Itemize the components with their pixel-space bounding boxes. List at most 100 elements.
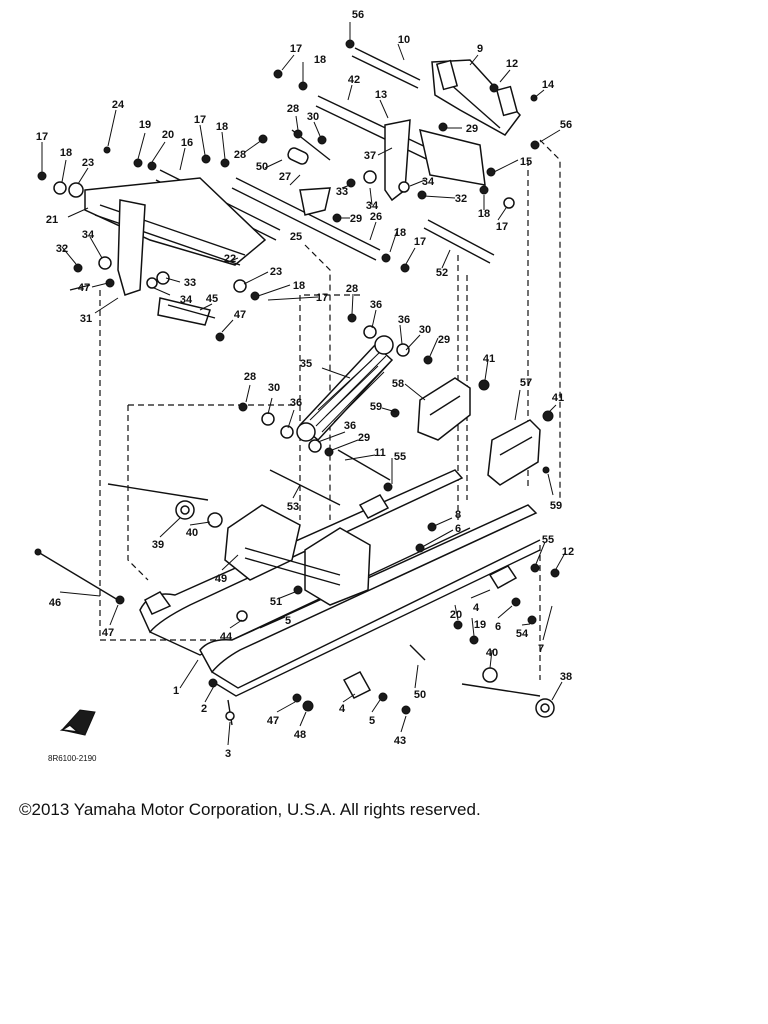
callout-label: 34 <box>422 176 435 188</box>
callout-label: 40 <box>186 527 198 539</box>
shock-absorber <box>296 335 394 442</box>
callout-label: 18 <box>60 147 72 159</box>
callout-label: 50 <box>256 161 268 173</box>
callout-label: 12 <box>562 546 574 558</box>
callout-label: 19 <box>139 119 151 131</box>
callout-label: 18 <box>293 280 305 292</box>
callout-label: 8 <box>455 509 461 521</box>
callout-label: 54 <box>516 628 529 640</box>
callout-label: 4 <box>473 602 480 614</box>
callout-label: 17 <box>496 221 508 233</box>
callout-label: 34 <box>82 229 95 241</box>
callout-label: 56 <box>352 9 364 21</box>
callout-label: 41 <box>552 392 564 404</box>
callout-label: 30 <box>268 382 280 394</box>
callout-label: 4 <box>339 703 346 715</box>
callout-label: 23 <box>82 157 94 169</box>
callout-label: 49 <box>215 573 227 585</box>
callout-label: 55 <box>394 451 406 463</box>
callout-label: 6 <box>455 523 461 535</box>
callout-label: 37 <box>364 150 376 162</box>
callout-label: 35 <box>300 358 312 370</box>
callout-label: 29 <box>466 123 478 135</box>
callout-label: 47 <box>78 282 90 294</box>
callout-label: 36 <box>344 420 356 432</box>
callout-label: 10 <box>398 34 410 46</box>
callout-label: 18 <box>478 208 490 220</box>
callout-label: 28 <box>346 283 358 295</box>
callout-label: 40 <box>486 647 498 659</box>
callout-label: 5 <box>369 715 375 727</box>
callout-label: 32 <box>455 193 467 205</box>
callout-label: 13 <box>375 89 387 101</box>
callout-label: 42 <box>348 74 360 86</box>
callout-label: 43 <box>394 735 406 747</box>
callout-label: 12 <box>506 58 518 70</box>
callout-label: 34 <box>366 200 379 212</box>
callout-label: 25 <box>290 231 302 243</box>
callout-label: 30 <box>419 324 431 336</box>
callout-label: 32 <box>56 243 68 255</box>
callout-label: 36 <box>290 397 302 409</box>
callout-label: 11 <box>374 447 386 459</box>
callout-label: 7 <box>538 643 544 655</box>
callout-label: 55 <box>542 534 554 546</box>
callout-label: 5 <box>285 615 291 627</box>
callout-label: 23 <box>270 266 282 278</box>
callout-label: 53 <box>287 501 299 513</box>
rail-icon <box>59 709 96 736</box>
callout-label: 1 <box>173 685 179 697</box>
callout-label: 47 <box>234 309 246 321</box>
callout-label: 18 <box>216 121 228 133</box>
callout-label: 52 <box>436 267 448 279</box>
callout-label: 28 <box>244 371 256 383</box>
callout-labels: 56 10 9 12 14 56 17 18 42 13 24 28 30 29… <box>36 9 574 760</box>
callout-label: 31 <box>80 313 92 325</box>
callout-label: 29 <box>350 213 362 225</box>
callout-label: 17 <box>414 236 426 248</box>
callout-label: 51 <box>270 596 282 608</box>
callout-label: 18 <box>394 227 406 239</box>
callout-label: 17 <box>36 131 48 143</box>
callout-label: 16 <box>181 137 193 149</box>
brackets <box>417 377 541 486</box>
callout-label: 59 <box>550 500 562 512</box>
callout-label: 22 <box>224 253 236 265</box>
callout-label: 45 <box>206 293 218 305</box>
callout-label: 15 <box>520 156 532 168</box>
callout-label: 46 <box>49 597 61 609</box>
callout-label: 14 <box>542 79 555 91</box>
callout-label: 9 <box>477 43 483 55</box>
callout-label: 58 <box>392 378 404 390</box>
center-bracket <box>224 504 371 606</box>
copyright-notice: ©2013 Yamaha Motor Corporation, U.S.A. A… <box>19 800 481 819</box>
rear-arm-assembly <box>231 47 521 264</box>
callout-label: 38 <box>560 671 572 683</box>
callout-label: 18 <box>314 54 326 66</box>
callout-label: 36 <box>370 299 382 311</box>
callout-label: 47 <box>102 627 114 639</box>
callout-label: 59 <box>370 401 382 413</box>
leader-lines <box>41 22 566 746</box>
callout-label: 30 <box>307 111 319 123</box>
reference-code: 8R6100-2190 <box>48 754 97 763</box>
callout-label: 34 <box>180 294 193 306</box>
fasteners <box>37 39 560 721</box>
callout-label: 33 <box>184 277 196 289</box>
callout-label: 39 <box>152 539 164 551</box>
parts-exploded-diagram: 56 10 9 12 14 56 17 18 42 13 24 28 30 29… <box>34 9 574 763</box>
callout-label: 17 <box>194 114 206 126</box>
callout-label: 50 <box>414 689 426 701</box>
callout-label: 29 <box>358 432 370 444</box>
callout-label: 56 <box>560 119 572 131</box>
callout-label: 20 <box>450 609 462 621</box>
callout-label: 20 <box>162 129 174 141</box>
front-arm-assembly <box>69 169 281 326</box>
callout-label: 19 <box>474 619 486 631</box>
callout-label: 3 <box>225 748 231 760</box>
callout-label: 27 <box>279 171 291 183</box>
callout-label: 57 <box>520 377 532 389</box>
callout-label: 33 <box>336 186 348 198</box>
callout-label: 17 <box>316 292 328 304</box>
callout-label: 29 <box>438 334 450 346</box>
